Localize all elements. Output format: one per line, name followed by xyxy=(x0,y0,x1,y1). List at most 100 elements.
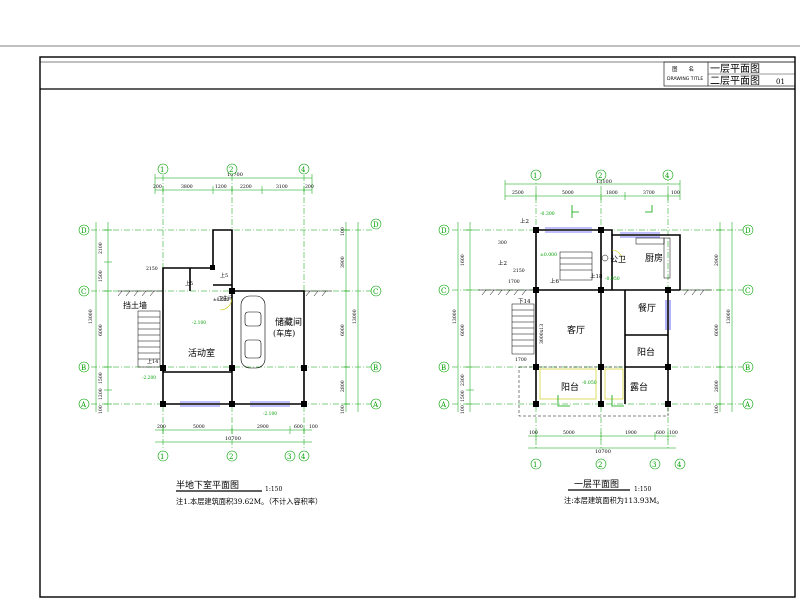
ground-plan-title: 一层平面图 xyxy=(574,479,619,490)
basement-dim-left-1: 1500 xyxy=(98,270,104,282)
basement-axis-bottom-2: 3 xyxy=(287,453,291,461)
ground-room-kitchen: 厨房 xyxy=(645,252,663,264)
title-block: 图 名 DRAWING TITLE 一层平面图 二层平面图 01 xyxy=(663,61,796,87)
ground-dim-left-2: 2300 xyxy=(460,374,466,386)
ground-axis-bubbles-left xyxy=(438,224,450,410)
basement-axis-left-2: B xyxy=(81,364,86,372)
ground-dim-right-labels: 2900 6000 2800 100 13000 xyxy=(714,254,732,414)
ground-dim-bottom-3: 600 xyxy=(656,430,665,436)
basement-room-storage: 储藏间 xyxy=(275,316,302,328)
basement-label-5: -2.100 xyxy=(263,412,277,417)
title-block-label: 图 名 xyxy=(672,65,694,73)
basement-dim-bottom-total: 10700 xyxy=(225,436,241,442)
ground-axis-bubbles-top xyxy=(530,169,674,181)
ground-label-4: 下14 xyxy=(518,298,531,305)
basement-axis-bubbles-left xyxy=(78,224,90,410)
basement-car-outline xyxy=(240,295,266,369)
ground-stair xyxy=(511,303,535,355)
basement-dim-right-3: 2800 xyxy=(340,380,346,392)
ground-retaining-wall xyxy=(478,289,712,296)
ground-dim-bottom-total: 10700 xyxy=(595,449,611,455)
ground-axis-top-2: 4 xyxy=(665,172,670,180)
title-block-sheet-no: 01 xyxy=(776,78,785,86)
ground-dim-top-4: 100 xyxy=(671,190,680,196)
basement-label-3: -2.100 xyxy=(192,321,206,326)
ground-dim-right xyxy=(716,222,733,412)
ground-dim-top-0: 2500 xyxy=(512,190,524,196)
basement-plan-note: 注1.本层建筑面积39.62M。（不计入容积率） xyxy=(176,497,322,506)
sheet-border xyxy=(39,56,796,598)
ground-dim-left-0: 1600 xyxy=(460,254,466,266)
basement-label-0: 上5 xyxy=(185,280,193,287)
ground-dim-right-3: 100 xyxy=(714,405,720,414)
basement-dim-top-4: 3100 xyxy=(276,184,288,190)
ground-room-balcony-2: 阳台 xyxy=(561,381,579,393)
ground-axis-bottom-0: 1 xyxy=(533,461,537,469)
basement-axis-top-2: 4 xyxy=(301,166,306,174)
ground-axis-bottom-3: 4 xyxy=(677,461,682,469)
ground-label-7: -0.300 xyxy=(540,211,555,217)
ground-label-0: 上2 xyxy=(520,217,529,225)
basement-axis-bubbles-right xyxy=(370,218,382,410)
ground-axis-right-2: B xyxy=(745,364,750,372)
basement-retaining-wall xyxy=(117,290,332,297)
ground-fixtures xyxy=(601,237,671,279)
ground-dim-top-1: 5000 xyxy=(562,190,574,196)
ground-dim-left-labels: 1600 6000 2300 1500 100 13000 xyxy=(452,254,466,414)
basement-label-6: 2150 xyxy=(146,266,158,272)
ground-room-living: 客厅 xyxy=(567,324,585,336)
basement-axis-right-3: A xyxy=(372,401,379,409)
basement-axis-top-0: 1 xyxy=(160,166,164,174)
basement-dim-right-0: 100 xyxy=(340,227,346,236)
basement-dim-left-0: 2100 xyxy=(98,242,104,254)
title-block-line1: 一层平面图 xyxy=(710,63,760,75)
basement-dim-bottom-1: 5000 xyxy=(193,424,205,430)
ground-axis-right-3: A xyxy=(744,401,751,409)
ground-dim-right-0: 2900 xyxy=(714,254,720,266)
basement-dim-right-1: 3900 xyxy=(340,256,346,268)
basement-axis-right-2: B xyxy=(373,364,378,372)
ground-axis-grid xyxy=(452,175,745,450)
ground-label-13: 300 xyxy=(498,240,507,246)
basement-axis-right-0: D xyxy=(373,221,379,229)
basement-axis-top-1: 2 xyxy=(229,166,233,174)
basement-walls xyxy=(162,229,305,405)
ground-dim-left-3: 1500 xyxy=(460,390,466,402)
ground-axis-left-0: D xyxy=(441,227,447,235)
basement-dim-right-labels: 100 3900 6000 2800 100 13000 xyxy=(340,227,358,414)
ground-label-9: 2150 xyxy=(513,268,525,274)
ground-axis-left-3: A xyxy=(440,401,447,409)
basement-dim-left-3: 1500 xyxy=(98,372,104,384)
ground-floor-plan: 13100 2500 5000 1800 3700 100 1 2 4 1600… xyxy=(438,169,754,505)
ground-axis-top-0: 1 xyxy=(533,172,537,180)
ground-dim-left xyxy=(457,222,474,412)
ground-door-swings xyxy=(539,249,624,400)
ground-room-wc: 公卫 xyxy=(610,255,626,264)
ground-label-11: 1700 xyxy=(515,357,527,363)
ground-label-5: ±0.000 xyxy=(540,252,557,258)
basement-axis-bottom-0: 1 xyxy=(160,453,164,461)
basement-axis-left-1: C xyxy=(81,288,86,296)
ground-dim-top-3: 3700 xyxy=(643,190,655,196)
ground-label-8: -0.050 xyxy=(582,380,597,386)
basement-label-1: 上14 xyxy=(147,358,158,365)
ground-label-6: -0.050 xyxy=(605,276,620,282)
ground-room-terrace: 露台 xyxy=(630,381,648,393)
basement-plan-scale: 1:150 xyxy=(265,486,282,493)
ground-interior-stair xyxy=(559,251,593,281)
basement-dim-right xyxy=(342,222,359,412)
ground-dim-top-total: 13100 xyxy=(596,179,612,185)
ground-axis-right-0: D xyxy=(745,227,751,235)
basement-axis-left-3: A xyxy=(80,401,87,409)
basement-stair xyxy=(137,310,161,368)
basement-plan-title: 半地下室平面图 xyxy=(176,479,239,491)
basement-windows xyxy=(180,401,290,407)
basement-dim-top-total: 10700 xyxy=(227,172,243,178)
basement-dim-bottom xyxy=(155,426,312,443)
ground-columns xyxy=(533,227,671,407)
ground-label-2: 上6 xyxy=(550,277,560,285)
ground-label-1: 上2 xyxy=(498,259,507,267)
basement-dim-left-2: 6000 xyxy=(98,324,104,336)
title-block-line2: 二层平面图 xyxy=(710,75,760,87)
basement-dim-top-3: 2200 xyxy=(240,184,252,190)
